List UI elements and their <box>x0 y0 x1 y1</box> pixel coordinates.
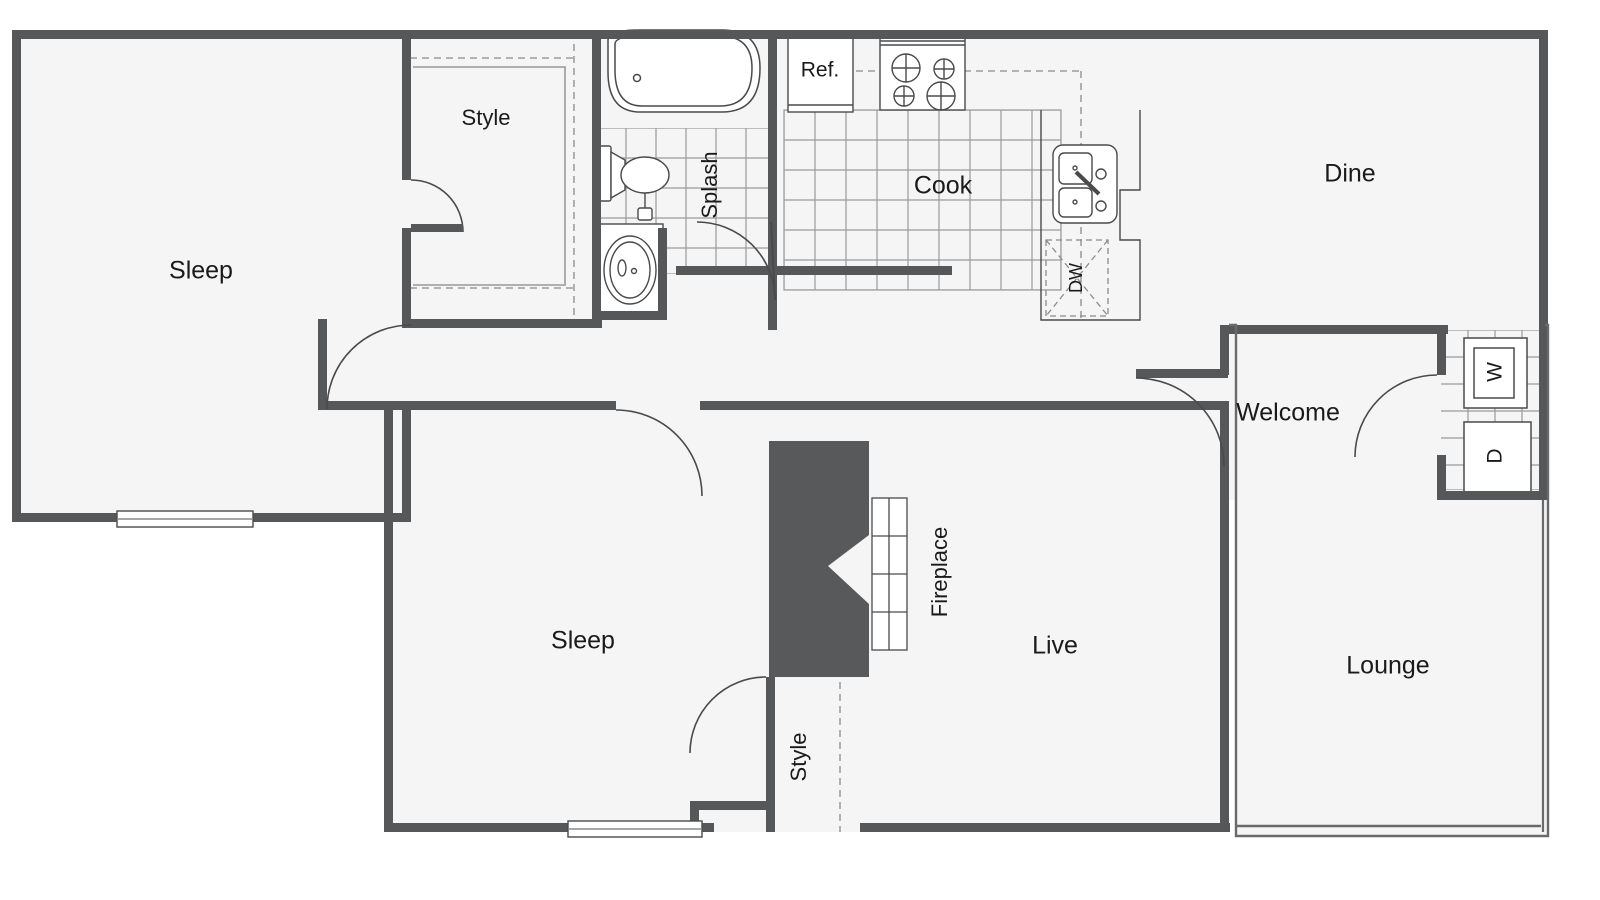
bathtub-symbol <box>607 29 761 113</box>
room-label-splash-bath: Splash <box>697 151 722 218</box>
door-master-bedroom <box>326 324 412 410</box>
room-label-style-master-closet: Style <box>462 105 511 130</box>
windows <box>116 510 703 838</box>
kitchen-tile-floor <box>783 109 1062 291</box>
washer-dryer-symbols <box>1463 337 1532 493</box>
door-swings <box>326 179 1438 754</box>
bath-tile-floor <box>596 128 776 274</box>
room-label-cook-kitchen: Cook <box>914 172 973 200</box>
lounge-outline <box>1229 323 1550 838</box>
room-label-fireplace: Fireplace <box>927 527 952 617</box>
kitchen-counters <box>787 31 1141 321</box>
dishwasher-symbol <box>1045 239 1109 317</box>
room-label-style-second-closet: Style <box>786 733 811 782</box>
vanity-sink-symbol <box>599 223 664 313</box>
door-second-bedroom <box>615 409 703 497</box>
appliance-label-washer: W <box>1484 362 1507 382</box>
room-label-live-room: Live <box>1032 632 1078 660</box>
range-cooktop-symbol <box>879 31 966 111</box>
master-closet-outline <box>413 66 566 286</box>
room-labels: Sleep Style Splash Cook Dine Welcome Sle… <box>169 105 1430 782</box>
fireplace-mass <box>769 441 869 677</box>
fill-style-master <box>402 30 600 325</box>
appliance-label-dryer: D <box>1484 448 1507 463</box>
fireplace-hearth-tiles <box>871 497 908 651</box>
fill-sleep-master <box>12 30 402 520</box>
fill-hall <box>318 325 1228 410</box>
door-entry <box>1135 377 1225 467</box>
room-label-sleep-second: Sleep <box>551 627 615 655</box>
kitchen-sink-symbol <box>1052 144 1118 224</box>
room-label-sleep-master: Sleep <box>169 257 233 285</box>
door-laundry <box>1354 374 1438 458</box>
door-master-closet <box>410 179 464 233</box>
room-label-lounge-patio: Lounge <box>1346 652 1429 680</box>
appliance-labels: Ref. DW W D <box>801 59 1507 464</box>
room-label-dine-room: Dine <box>1324 160 1375 188</box>
door-second-closet <box>689 676 767 754</box>
appliance-label-dishwasher: DW <box>1066 263 1086 293</box>
room-label-welcome-entry: Welcome <box>1236 399 1340 427</box>
walls <box>12 30 1549 832</box>
floor-fills <box>12 30 1548 836</box>
fill-cook <box>775 30 1140 330</box>
appliance-label-refrigerator: Ref. <box>801 59 840 82</box>
